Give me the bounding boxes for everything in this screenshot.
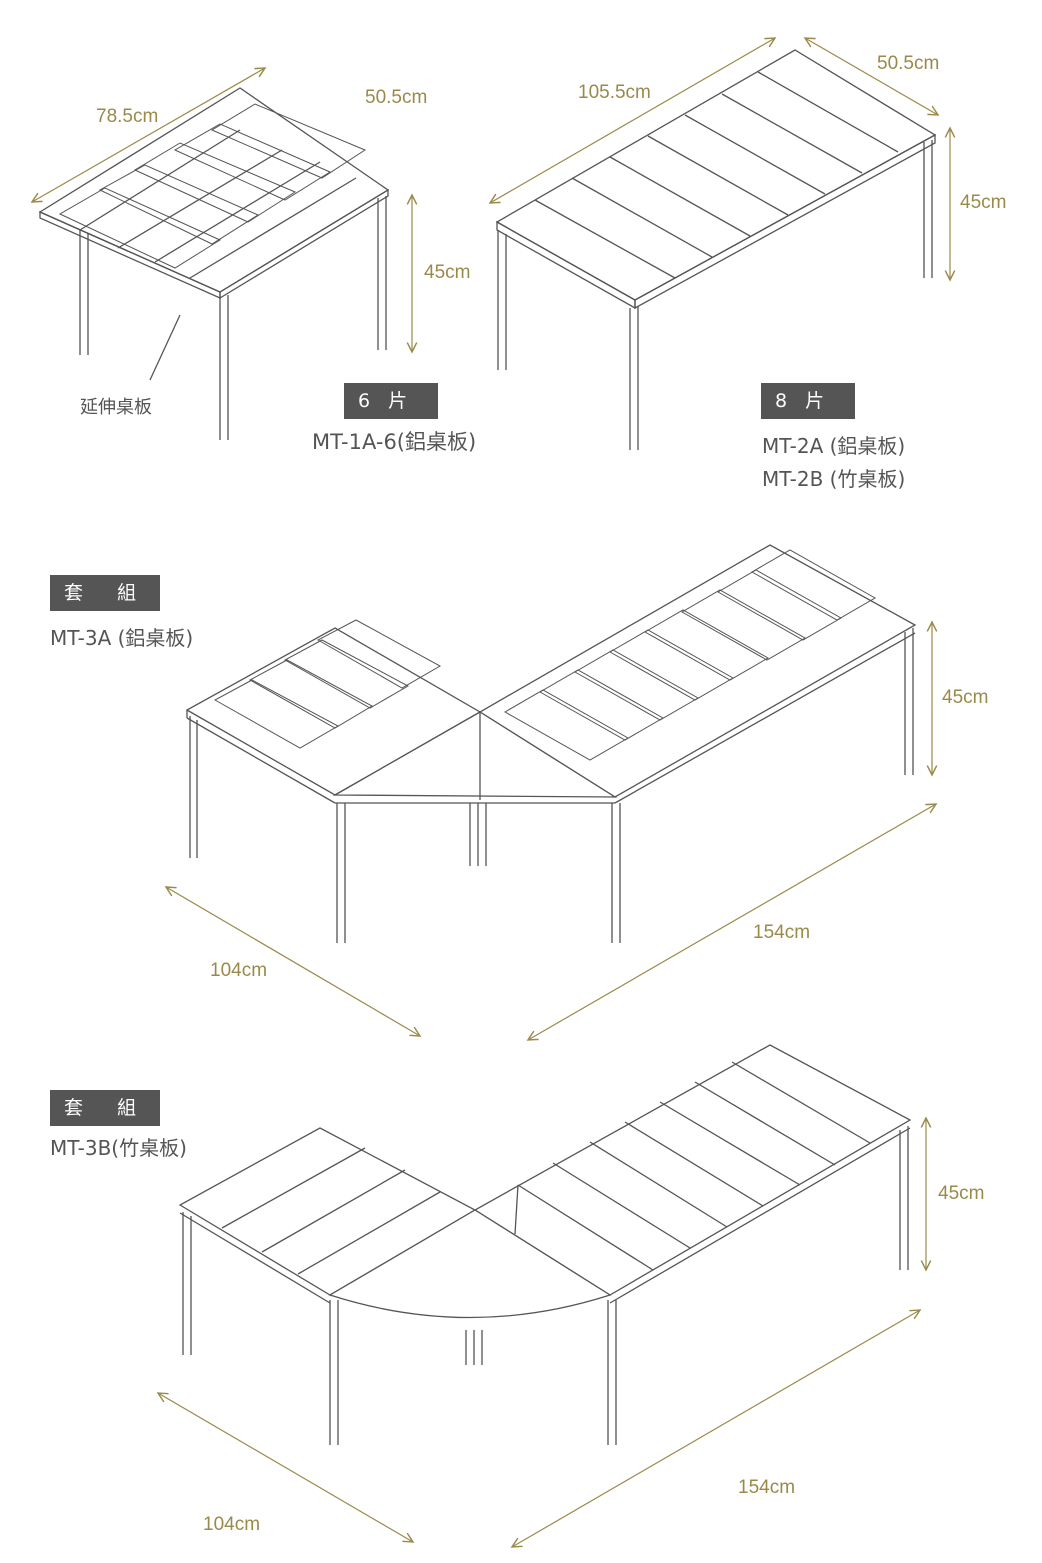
left-length-dimension-label: 104cm	[210, 960, 268, 981]
model-label: MT-2A (鋁桌板)	[762, 434, 906, 458]
model-label: MT-2B (竹桌板)	[762, 467, 906, 491]
piece-count-tag: 6 片	[344, 383, 438, 419]
depth-dimension-label: 50.5cm	[365, 87, 428, 108]
dimension-arrows	[32, 38, 950, 1547]
right-length-dimension-label: 154cm	[738, 1477, 796, 1498]
model-label: MT-3B(竹桌板)	[50, 1136, 187, 1160]
table-mt-3b-drawing	[178, 1044, 912, 1445]
set-tag: 套 組	[50, 1090, 160, 1126]
set-tag: 套 組	[50, 575, 160, 611]
right-length-dimension-label: 154cm	[753, 922, 811, 943]
table-mt-2-drawing	[495, 49, 937, 450]
depth-dimension-label: 50.5cm	[877, 53, 940, 74]
width-dimension-label: 105.5cm	[578, 82, 651, 103]
extension-panel-callout: 延伸桌板	[80, 397, 152, 418]
model-label: MT-3A (鋁桌板)	[50, 626, 194, 650]
height-dimension-label: 45cm	[942, 687, 989, 708]
table-mt-1a-6-drawing	[38, 87, 390, 440]
left-length-dimension-label: 104cm	[203, 1514, 261, 1535]
table-mt-3a-drawing	[185, 544, 917, 943]
height-dimension-label: 45cm	[960, 192, 1007, 213]
height-dimension-label: 45cm	[938, 1183, 985, 1204]
model-label: MT-1A-6(鋁桌板)	[312, 430, 477, 454]
width-dimension-label: 78.5cm	[96, 106, 159, 127]
height-dimension-label: 45cm	[424, 262, 471, 283]
piece-count-tag: 8 片	[761, 383, 855, 419]
